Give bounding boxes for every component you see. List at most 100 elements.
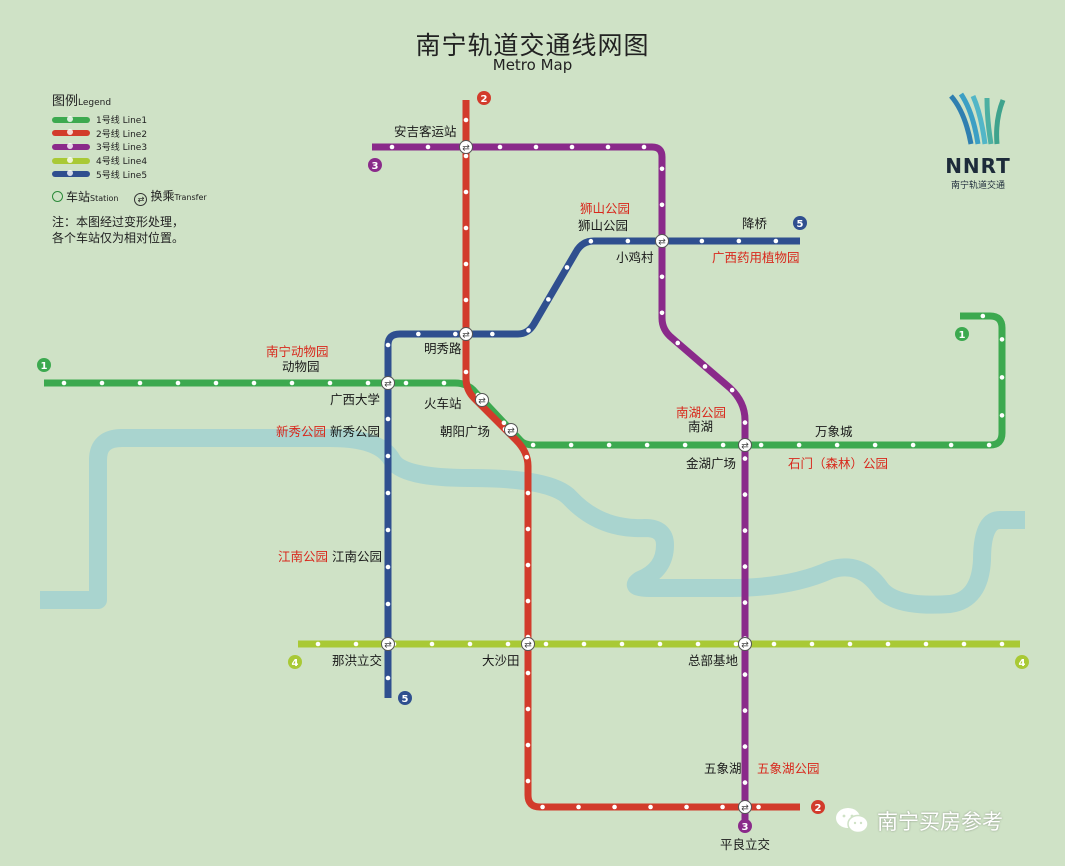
transfer-station: ⇄ xyxy=(521,637,535,651)
station-dot xyxy=(526,328,531,333)
station-label: 小鸡村 xyxy=(616,250,654,265)
station-dot xyxy=(756,804,761,810)
legend-symbols: 车站Station ⇄换乘Transfer xyxy=(52,187,207,206)
station-dot xyxy=(702,364,708,369)
line-swatch xyxy=(52,142,90,150)
transfer-station: ⇄ xyxy=(381,637,395,651)
station-dot xyxy=(657,641,663,647)
legend-transfer: ⇄换乘Transfer xyxy=(134,187,207,206)
landmark-label: 南湖公园 xyxy=(676,405,726,420)
station-dot xyxy=(525,706,531,712)
station-dot xyxy=(365,380,371,386)
legend-station-en: Station xyxy=(90,193,119,203)
legend-line-label: 1号线 Line1 xyxy=(96,116,148,127)
legend-transfer-en: Transfer xyxy=(174,192,207,202)
station-dot xyxy=(533,144,539,150)
legend-transfer-label: 换乘 xyxy=(150,188,175,203)
station-dot xyxy=(742,456,748,461)
station-dot xyxy=(525,526,531,532)
station-dot xyxy=(648,804,653,810)
station-dot xyxy=(576,804,581,810)
svg-text:⇄: ⇄ xyxy=(524,641,532,651)
landmark-label: 广西药用植物园 xyxy=(712,250,800,265)
station-dot xyxy=(463,297,469,303)
line-2-route xyxy=(462,100,800,811)
station-dot xyxy=(986,442,992,448)
station-dot xyxy=(251,380,257,386)
station-dot xyxy=(315,641,321,647)
station-dot xyxy=(684,804,689,810)
legend-station: 车站Station xyxy=(52,188,118,205)
station-dot xyxy=(416,331,421,337)
transfer-station: ⇄ xyxy=(738,800,752,814)
station-dot xyxy=(742,744,748,749)
station-dot xyxy=(999,413,1005,418)
legend-line-1: 1号线 Line1 xyxy=(52,113,207,127)
station-label: 广西大学 xyxy=(330,392,380,407)
station-dot xyxy=(403,380,409,386)
svg-text:⇄: ⇄ xyxy=(741,804,749,814)
transfer-station: ⇄ xyxy=(504,423,518,437)
station-dot xyxy=(720,804,725,810)
station-dot xyxy=(872,442,878,448)
station-dot xyxy=(385,342,391,348)
transfer-icon: ⇄ xyxy=(134,192,148,206)
station-dot xyxy=(923,641,929,647)
station-dot xyxy=(771,641,777,647)
station-dot xyxy=(885,641,891,647)
transfer-station: ⇄ xyxy=(475,393,489,407)
station-dot xyxy=(385,675,391,681)
station-dot xyxy=(385,601,391,607)
note-line-1: 注：本图经过变形处理， xyxy=(52,214,185,229)
station-dot xyxy=(999,337,1005,342)
svg-text:5: 5 xyxy=(402,694,409,705)
legend-line-2: 2号线 Line2 xyxy=(52,127,207,141)
station-label: 五象湖 xyxy=(704,761,742,776)
svg-text:4: 4 xyxy=(1019,658,1026,669)
station-dot xyxy=(497,144,503,150)
station-dot xyxy=(742,708,748,713)
station-dot xyxy=(213,380,219,386)
station-label: 江南公园 xyxy=(332,549,382,564)
station-dot xyxy=(463,369,469,375)
landmark-label: 江南公园 xyxy=(278,549,328,564)
nnrt-logo: NNRT 南宁轨道交通 xyxy=(938,90,1018,191)
station-dot xyxy=(385,453,391,459)
station-dot xyxy=(385,416,391,422)
station-dot xyxy=(773,238,779,244)
line-badge: 2 xyxy=(811,800,825,814)
station-dot xyxy=(641,144,647,150)
station-label: 明秀路 xyxy=(424,341,462,356)
station-dot xyxy=(546,297,551,302)
legend: 图例Legend 1号线 Line1 2号线 Line2 3号线 Line3 4… xyxy=(52,90,207,246)
station-dot xyxy=(568,442,574,448)
line-swatch xyxy=(52,129,90,137)
station-dot xyxy=(530,442,536,448)
legend-heading-en: Legend xyxy=(78,98,112,108)
station-label: 大沙田 xyxy=(482,653,520,668)
transfer-station: ⇄ xyxy=(738,637,752,651)
station-icon xyxy=(52,190,63,202)
watermark-text: 南宁买房参考 xyxy=(877,810,1003,834)
wechat-icon xyxy=(836,808,869,834)
station-dot xyxy=(564,265,570,270)
line-swatch xyxy=(52,170,90,178)
logo-waves-icon xyxy=(949,92,1006,145)
line-3-route xyxy=(372,143,749,825)
station-dot xyxy=(463,261,469,267)
station-dot xyxy=(490,331,495,337)
station-dot xyxy=(834,442,840,448)
station-label: 平良立交 xyxy=(720,837,770,852)
station-dot xyxy=(525,670,531,676)
station-dot xyxy=(605,144,611,150)
logo-wordmark: NNRT xyxy=(945,154,1011,178)
legend-heading: 图例Legend xyxy=(52,90,207,109)
station-dot xyxy=(524,454,530,460)
line-swatch xyxy=(52,156,90,164)
station-dot xyxy=(699,238,705,244)
station-dot xyxy=(525,778,531,784)
svg-text:3: 3 xyxy=(372,161,379,172)
line-swatch xyxy=(52,115,90,123)
landmark-label: 石门（森林）公园 xyxy=(788,456,888,471)
svg-text:1: 1 xyxy=(41,361,48,372)
